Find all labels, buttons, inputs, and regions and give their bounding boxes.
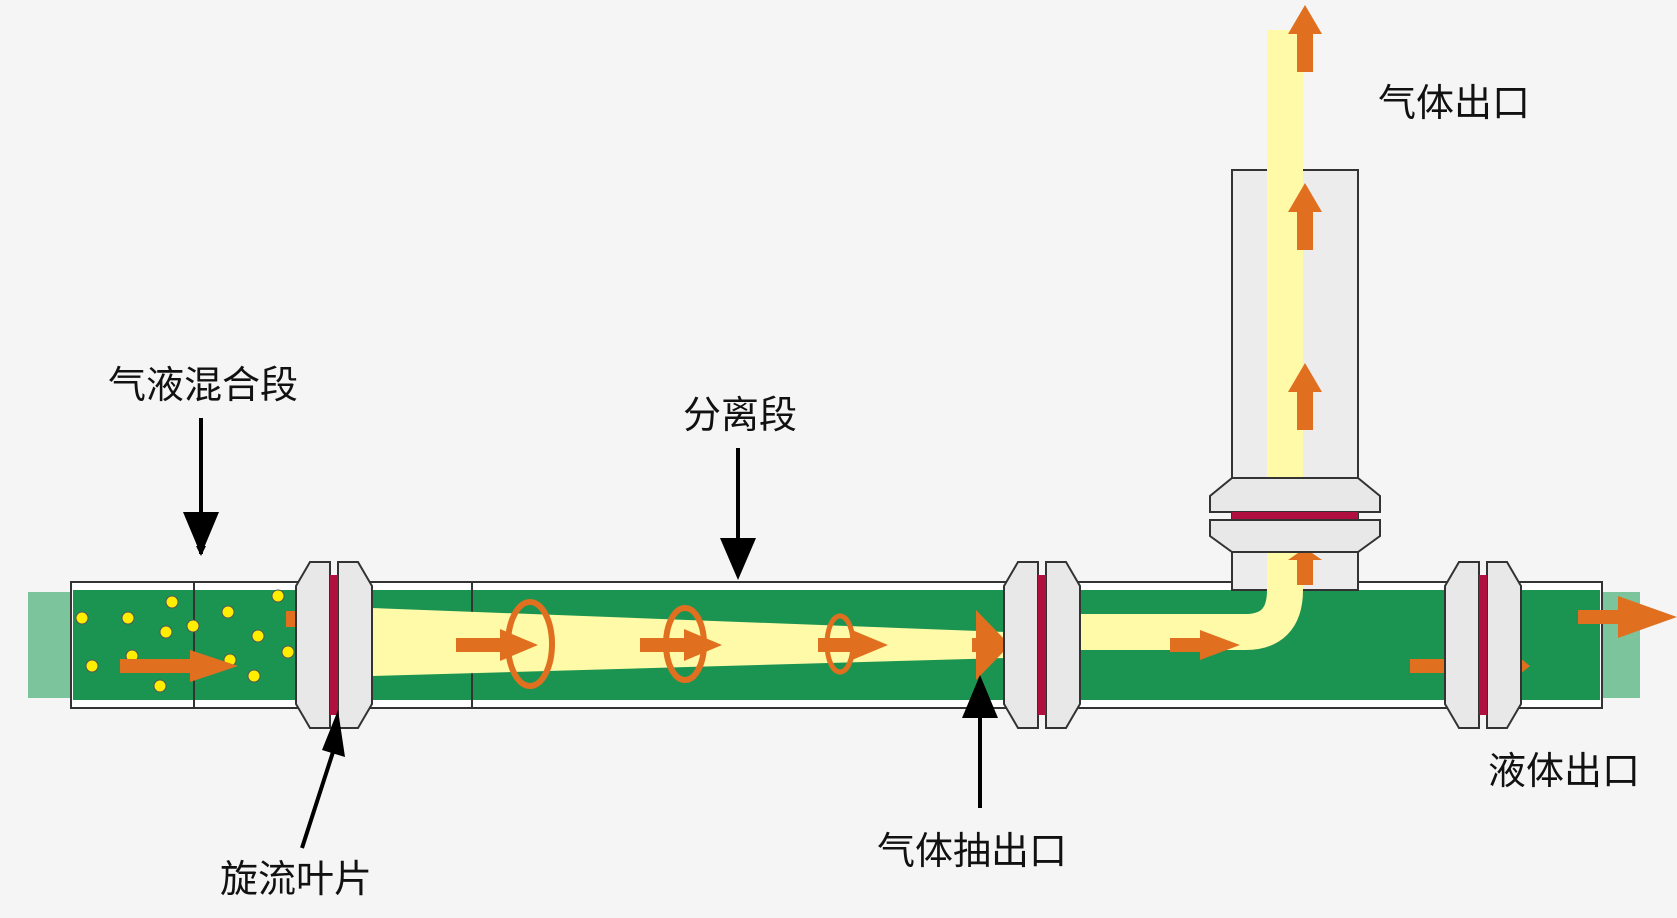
flange-vertical-pipe — [1209, 477, 1381, 553]
pointer-separation-head — [720, 538, 756, 580]
inlet-stub — [28, 592, 73, 698]
pointer-swirl-vane-head — [322, 710, 345, 757]
flange-middle — [1003, 561, 1081, 729]
gas-stream-bend — [1080, 30, 1303, 650]
pointer-mixing-head — [183, 512, 219, 555]
gas-bubbles — [75, 589, 295, 693]
pointer-gas-extraction-head — [962, 675, 998, 718]
label-mixing-section: 气液混合段 — [108, 363, 299, 407]
pointer-swirl-vane — [300, 751, 335, 849]
label-gas-outlet: 气体出口 — [1378, 81, 1531, 125]
label-liquid-outlet: 液体出口 — [1488, 749, 1641, 793]
swirl-rings — [505, 599, 856, 689]
label-swirl-vane: 旋流叶片 — [220, 857, 373, 901]
label-gas-extraction-outlet: 气体抽出口 — [877, 829, 1068, 873]
label-separation-section: 分离段 — [683, 393, 798, 437]
flange-swirl-vane — [295, 561, 373, 729]
flange-liquid-outlet — [1444, 561, 1522, 729]
